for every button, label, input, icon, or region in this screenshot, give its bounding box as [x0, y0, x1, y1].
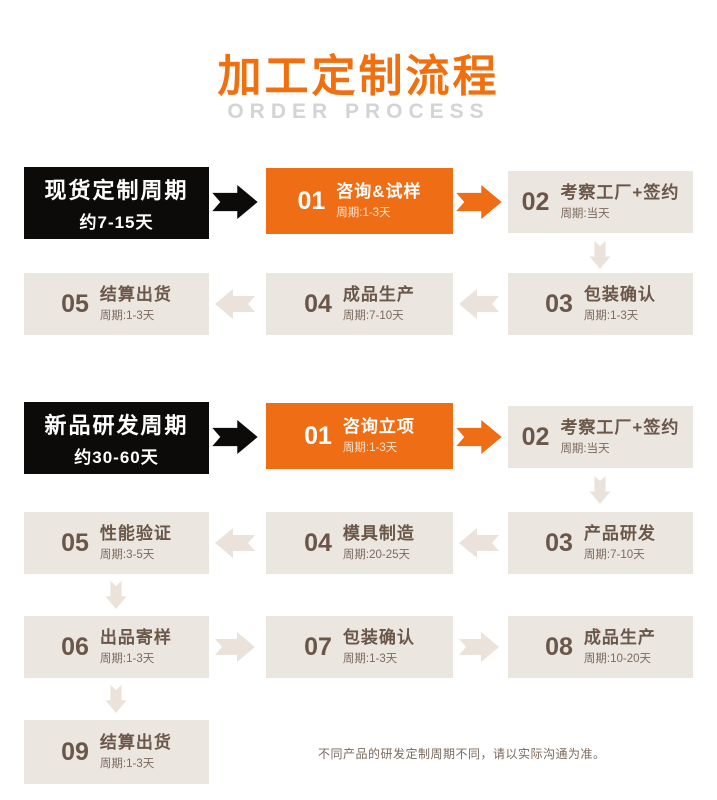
- step-box-s2-06: 06 出品寄样 周期:1-3天: [24, 616, 209, 678]
- step-box-s2-09: 09 结算出货 周期:1-3天: [24, 720, 209, 784]
- step-period: 周期:20-25天: [342, 549, 411, 562]
- step-period: 周期:1-3天: [583, 310, 639, 323]
- cycle-label-stock: 现货定制周期 约7-15天: [24, 167, 209, 239]
- step-period: 周期:10-20天: [583, 653, 652, 666]
- arrow-down-icon: [589, 241, 611, 269]
- step-period: 周期:7-10天: [342, 310, 404, 323]
- arrow-right-icon: [459, 632, 499, 662]
- arrow-down-icon: [589, 476, 611, 504]
- step-title: 考察工厂+签约: [560, 417, 680, 437]
- step-box-s2-07: 07 包装确认 周期:1-3天: [266, 616, 453, 678]
- cycle-label-title: 新品研发周期: [44, 413, 189, 438]
- step-box-s2-05: 05 性能验证 周期:3-5天: [24, 512, 209, 574]
- step-number: 04: [304, 289, 332, 318]
- footnote: 不同产品的研发定制周期不同，请以实际沟通为准。: [318, 747, 606, 761]
- step-period: 周期:1-3天: [99, 310, 155, 323]
- step-number: 06: [61, 632, 89, 661]
- arrow-left-icon: [215, 528, 255, 558]
- arrow-down-icon: [105, 685, 127, 713]
- arrow-right-icon: [456, 185, 502, 219]
- step-period: 周期:1-3天: [342, 442, 398, 455]
- step-title: 出品寄样: [99, 627, 172, 647]
- step-box-s2-03: 03 产品研发 周期:7-10天: [508, 512, 693, 574]
- step-number: 05: [61, 289, 89, 318]
- step-number: 02: [521, 187, 550, 216]
- step-box-s1-04: 04 成品生产 周期:7-10天: [266, 273, 453, 335]
- step-box-s1-01: 01 咨询&试样 周期:1-3天: [266, 168, 453, 234]
- step-period: 周期:当天: [560, 443, 610, 456]
- arrow-right-icon: [215, 632, 255, 662]
- step-number: 03: [545, 289, 573, 318]
- step-title: 咨询&试样: [336, 181, 422, 201]
- step-title: 包装确认: [583, 284, 656, 304]
- step-number: 01: [297, 186, 326, 215]
- step-title: 结算出货: [99, 732, 172, 752]
- step-number: 01: [304, 421, 332, 450]
- arrow-right-icon: [212, 185, 258, 219]
- cycle-label-newproduct: 新品研发周期 约30-60天: [24, 402, 209, 474]
- step-title: 咨询立项: [342, 416, 415, 436]
- step-period: 周期:3-5天: [99, 549, 155, 562]
- arrow-right-icon: [456, 420, 502, 454]
- step-period: 周期:1-3天: [99, 653, 155, 666]
- cycle-label-duration: 约7-15天: [79, 213, 154, 232]
- step-box-s2-08: 08 成品生产 周期:10-20天: [508, 616, 693, 678]
- arrow-right-icon: [212, 420, 258, 454]
- step-box-s1-02: 02 考察工厂+签约 周期:当天: [508, 171, 693, 233]
- step-number: 03: [545, 528, 573, 557]
- step-title: 产品研发: [583, 523, 656, 543]
- cycle-label-duration: 约30-60天: [74, 448, 159, 467]
- step-number: 05: [61, 528, 89, 557]
- step-period: 周期:7-10天: [583, 549, 645, 562]
- step-title: 成品生产: [342, 284, 415, 304]
- step-period: 周期:1-3天: [99, 758, 155, 771]
- step-box-s2-01: 01 咨询立项 周期:1-3天: [266, 403, 453, 469]
- step-box-s2-02: 02 考察工厂+签约 周期:当天: [508, 406, 693, 468]
- arrow-left-icon: [215, 289, 255, 319]
- step-number: 09: [61, 737, 89, 766]
- step-title: 成品生产: [583, 627, 656, 647]
- step-period: 周期:1-3天: [342, 653, 398, 666]
- page-title: 加工定制流程: [217, 52, 500, 101]
- step-box-s1-03: 03 包装确认 周期:1-3天: [508, 273, 693, 335]
- step-title: 模具制造: [342, 523, 415, 543]
- step-number: 04: [304, 528, 332, 557]
- step-period: 周期:1-3天: [336, 207, 391, 220]
- step-title: 性能验证: [99, 523, 172, 543]
- arrow-left-icon: [459, 289, 499, 319]
- step-number: 02: [521, 422, 550, 451]
- step-number: 08: [545, 632, 573, 661]
- step-title: 包装确认: [342, 627, 415, 647]
- step-period: 周期:当天: [560, 208, 610, 221]
- step-box-s2-04: 04 模具制造 周期:20-25天: [266, 512, 453, 574]
- step-box-s1-05: 05 结算出货 周期:1-3天: [24, 273, 209, 335]
- page-subtitle: ORDER PROCESS: [227, 100, 490, 123]
- arrow-down-icon: [105, 581, 127, 609]
- arrow-left-icon: [459, 528, 499, 558]
- step-title: 考察工厂+签约: [560, 182, 680, 202]
- cycle-label-title: 现货定制周期: [44, 178, 189, 203]
- step-title: 结算出货: [99, 284, 172, 304]
- step-number: 07: [304, 632, 332, 661]
